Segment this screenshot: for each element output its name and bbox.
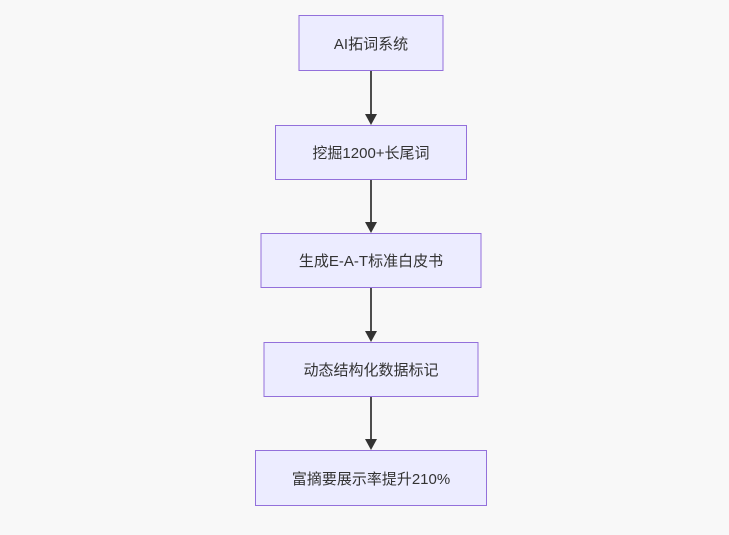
edge-line xyxy=(370,288,372,334)
flow-node-label: AI拓词系统 xyxy=(333,35,409,53)
flow-node-label: 富摘要展示率提升210% xyxy=(291,470,451,488)
edge-n2-n3 xyxy=(365,180,377,233)
edge-line xyxy=(370,180,372,225)
arrow-down-icon xyxy=(365,439,377,450)
flow-node-rich-snippet-rate: 富摘要展示率提升210% xyxy=(255,450,487,506)
edge-n4-n5 xyxy=(365,397,377,450)
edge-n3-n4 xyxy=(365,288,377,342)
flow-node-longtail-mining: 挖掘1200+长尾词 xyxy=(275,125,467,180)
flow-node-label: 挖掘1200+长尾词 xyxy=(312,145,430,162)
flow-node-label: 生成E-A-T标准白皮书 xyxy=(298,253,444,270)
flow-node-label: 动态结构化数据标记 xyxy=(303,362,439,379)
arrow-down-icon xyxy=(365,331,377,342)
edge-line xyxy=(370,397,372,442)
flow-node-ai-keyword-system: AI拓词系统 xyxy=(298,15,444,71)
arrow-down-icon xyxy=(365,222,377,233)
edge-n1-n2 xyxy=(365,71,377,125)
flow-node-structured-data-markup: 动态结构化数据标记 xyxy=(263,342,479,397)
flow-node-eat-whitepaper: 生成E-A-T标准白皮书 xyxy=(260,233,482,288)
arrow-down-icon xyxy=(365,114,377,125)
edge-line xyxy=(370,71,372,117)
